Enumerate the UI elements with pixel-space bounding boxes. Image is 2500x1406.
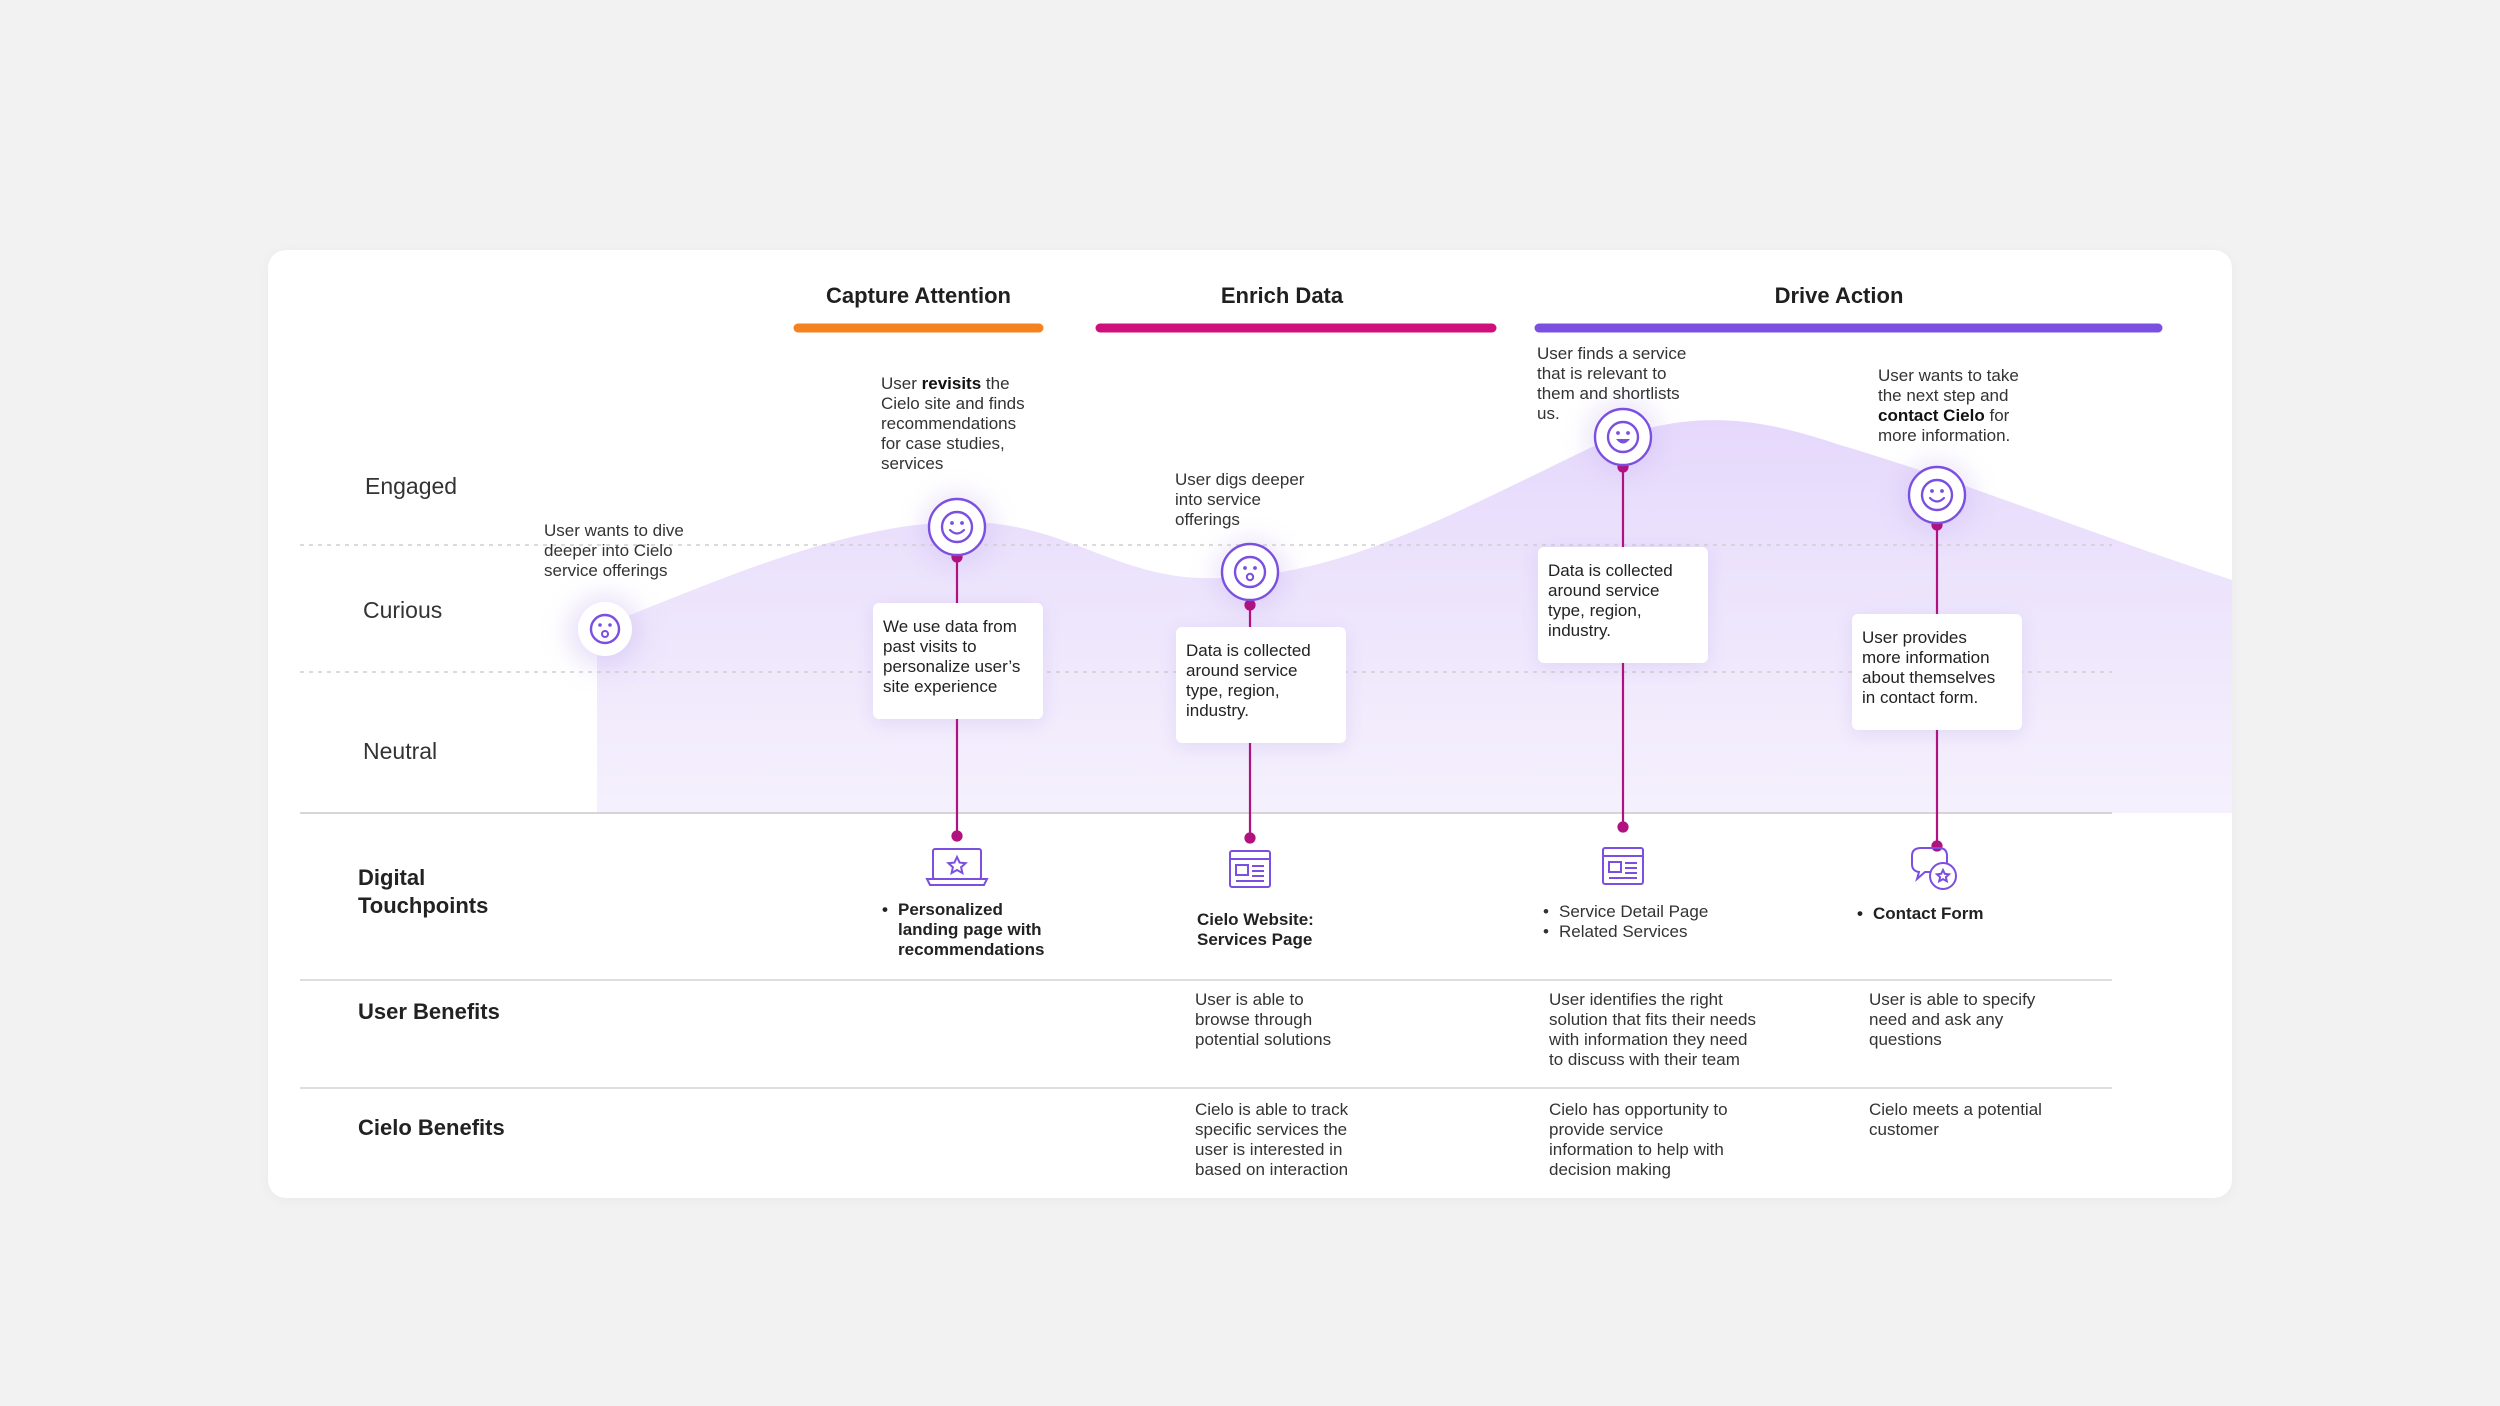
connector-dot (951, 830, 963, 842)
step5-annotation: User wants to take the next step and con… (1878, 366, 2019, 445)
step4-user-benefit: User identifies the right solution that … (1549, 990, 1756, 1069)
row-label-engaged: Engaged (365, 473, 458, 499)
section-label-user-benefits: User Benefits (358, 999, 500, 1024)
step4-annotation: User finds a service that is relevant to… (1537, 344, 1687, 423)
row-label-curious: Curious (363, 597, 443, 623)
step1-annotation: User wants to dive deeper into Cielo ser… (544, 521, 684, 580)
laptop-star-icon (925, 848, 989, 886)
step3-insight-box: Data is collected around service type, r… (1176, 627, 1346, 743)
connector-dot (1931, 840, 1943, 852)
row-label-neutral: Neutral (363, 738, 438, 764)
step5-insight-box: User provides more information about the… (1852, 614, 2022, 730)
section-label-touchpoints: Digital Touchpoints (358, 865, 489, 918)
connector-dot (1244, 832, 1256, 844)
smiling-face-icon (1907, 465, 1967, 525)
surprised-face-icon (578, 602, 632, 656)
surprised-face-icon (1220, 542, 1280, 602)
grinning-face-icon (1593, 407, 1653, 467)
smiling-face-icon (927, 497, 987, 557)
step3-annotation: User digs deeper into service offerings (1175, 470, 1305, 529)
step3-touchpoint: Cielo Website: Services Page (1197, 910, 1314, 949)
chat-star-icon (1911, 847, 1957, 890)
step2-annotation: User revisits the Cielo site and finds r… (881, 374, 1025, 473)
step4-touchpoint: Service Detail Page Related Services (1543, 902, 1708, 942)
step2-insight-box: We use data from past visits to personal… (873, 603, 1043, 719)
webpage-icon (1229, 850, 1271, 888)
connector-dot (1617, 821, 1629, 833)
step4-cielo-benefit: Cielo has opportunity to provide service… (1549, 1100, 1728, 1179)
webpage-icon (1602, 847, 1644, 885)
step3-user-benefit: User is able to browse through potential… (1195, 990, 1332, 1049)
step5-user-benefit: User is able to specify need and ask any… (1869, 990, 2036, 1049)
section-label-cielo-benefits: Cielo Benefits (358, 1115, 505, 1140)
step3-cielo-benefit: Cielo is able to track specific services… (1195, 1100, 1349, 1179)
phase-title-drive: Drive Action (1774, 283, 1904, 308)
phase-title-enrich: Enrich Data (1220, 283, 1344, 308)
phase-title-capture: Capture Attention (826, 283, 1011, 308)
connector-dot (1244, 599, 1256, 611)
step4-insight-box: Data is collected around service type, r… (1538, 547, 1708, 663)
step5-touchpoint: Contact Form (1857, 904, 1984, 924)
step5-cielo-benefit: Cielo meets a potential customer (1869, 1100, 2042, 1139)
